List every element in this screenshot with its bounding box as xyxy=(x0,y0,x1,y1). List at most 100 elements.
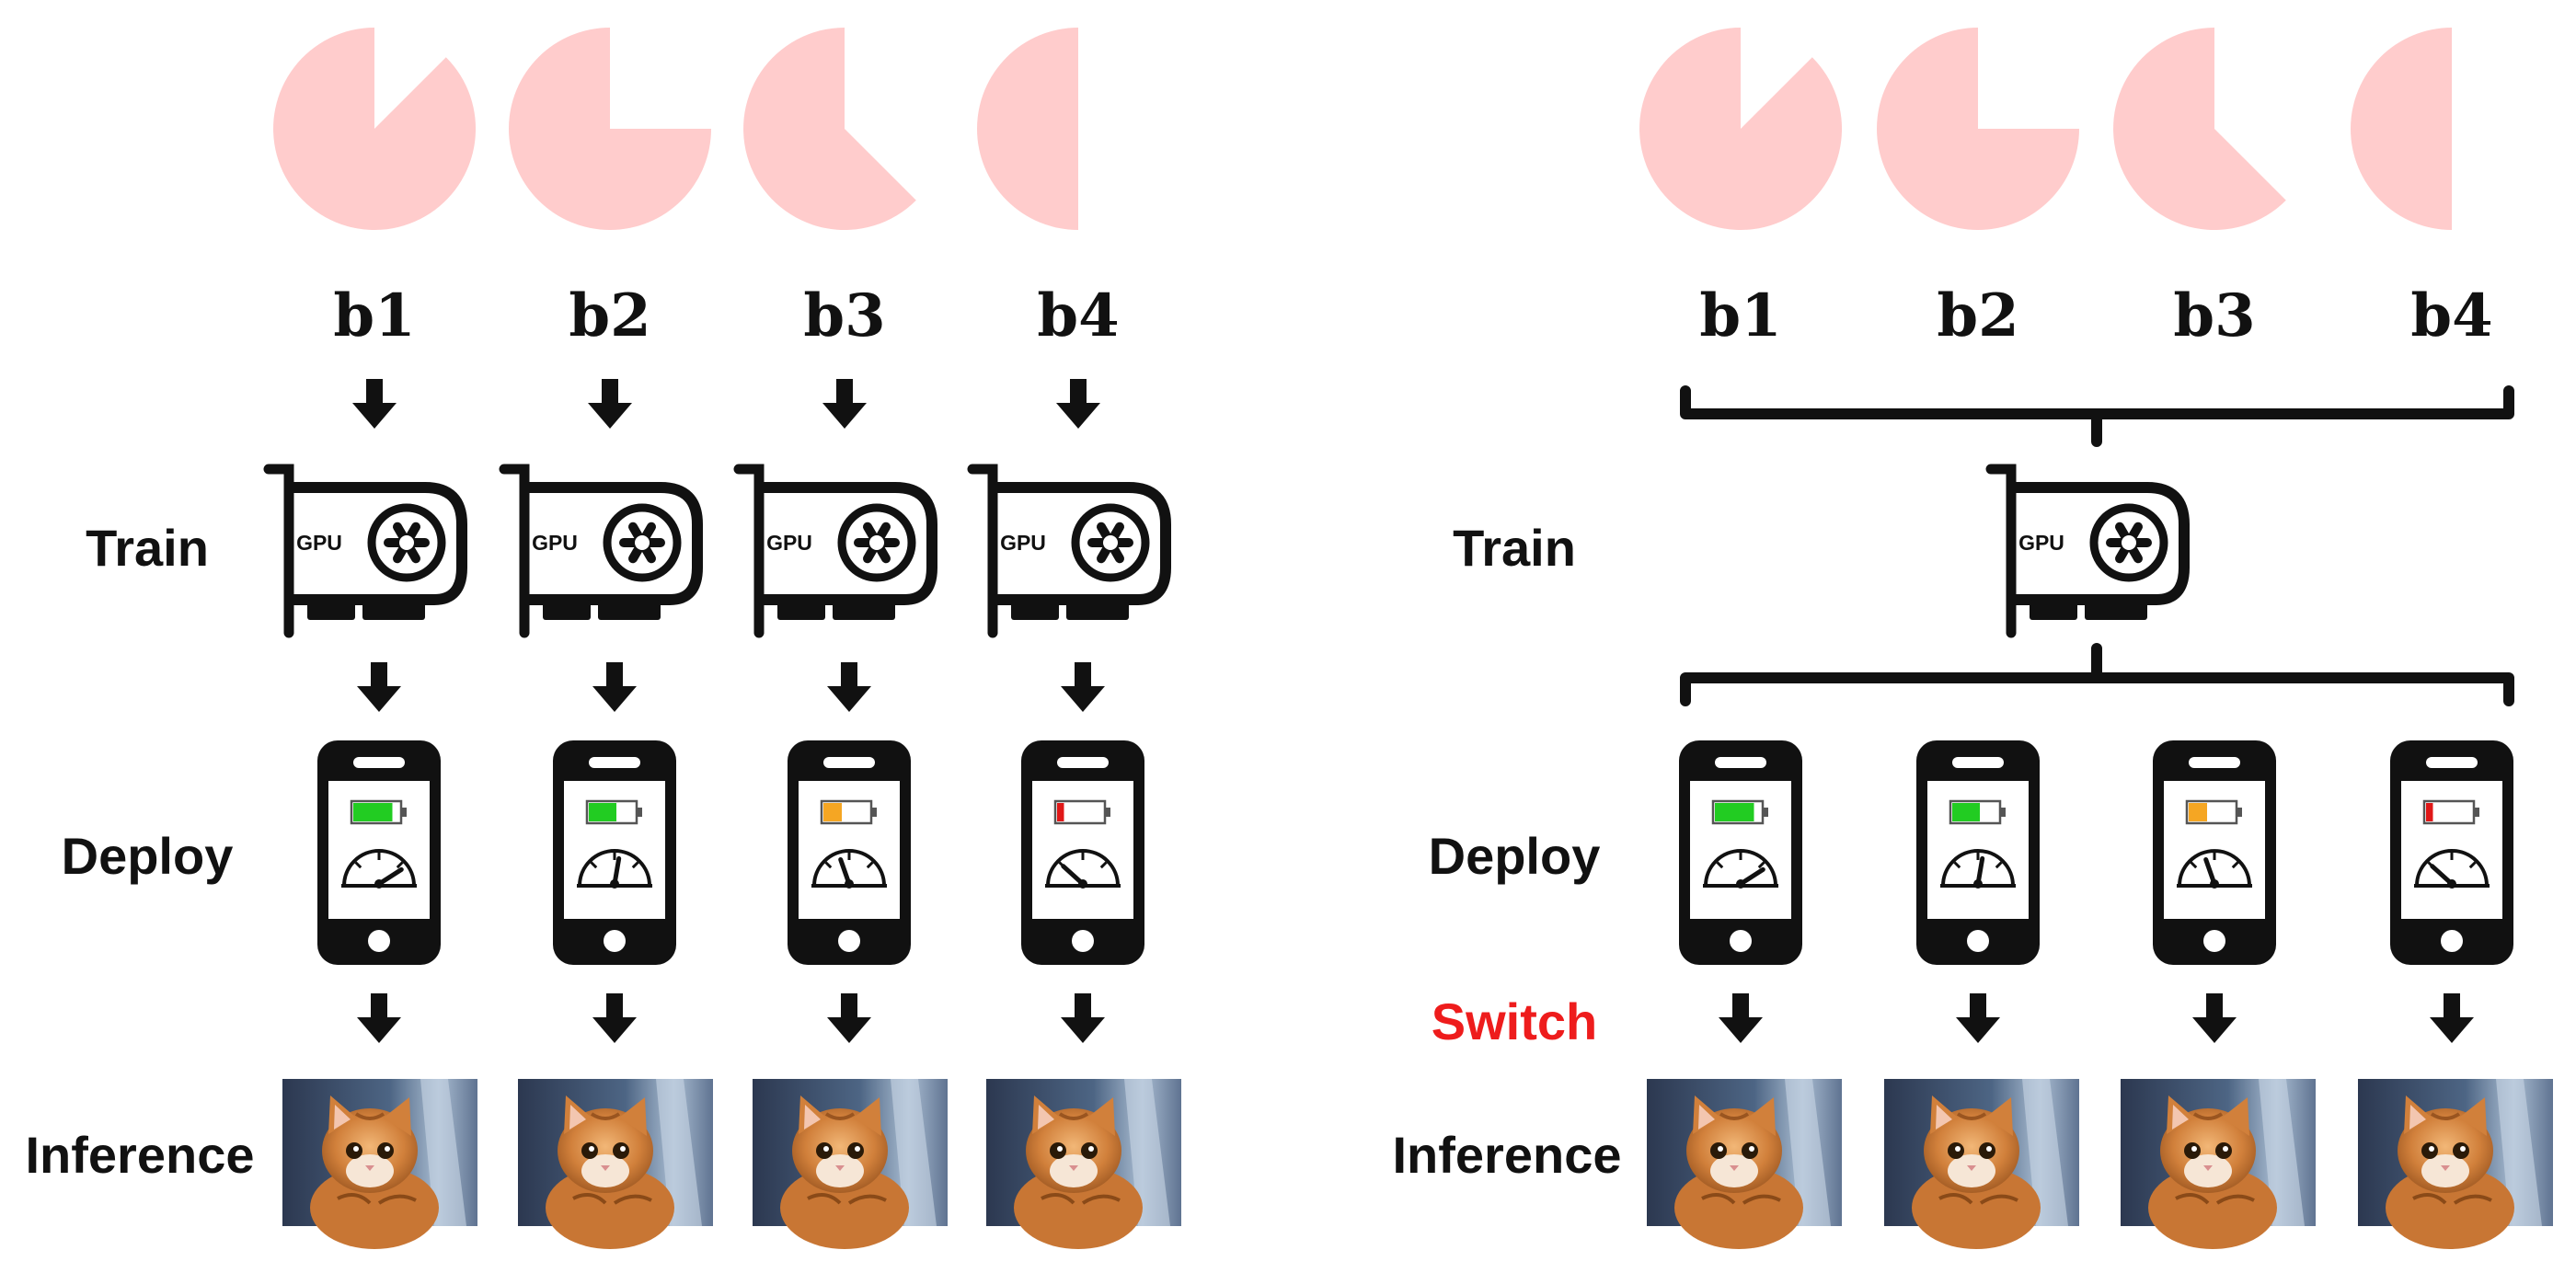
row-label-switch: Switch xyxy=(1432,992,1597,1050)
phone-icon xyxy=(1021,740,1144,965)
phone-icon xyxy=(1679,740,1802,965)
down-arrow-icon xyxy=(2192,993,2237,1043)
cat-image xyxy=(282,1079,477,1249)
battery-icon xyxy=(585,799,642,825)
gpu-card-icon: GPU xyxy=(1985,464,2190,638)
shared-gpu: GPU xyxy=(1985,464,2190,638)
cat-image xyxy=(2358,1079,2553,1249)
left-panel: Train Deploy Inference b1GPUb2GPUb3GPUb4… xyxy=(26,28,1181,1249)
down-arrow-icon xyxy=(1056,379,1100,429)
down-arrow-icon xyxy=(588,379,632,429)
batch-label: b4 xyxy=(2410,281,2492,350)
right-columns: b1 b2 b3 b4 xyxy=(1639,28,2553,1249)
down-arrow-icon xyxy=(357,662,401,712)
phone-icon xyxy=(788,740,911,965)
batch-label: b1 xyxy=(1699,281,1781,350)
data-pie xyxy=(273,28,477,230)
down-arrow-icon xyxy=(1061,993,1105,1043)
speed-gauge-icon xyxy=(1045,849,1121,889)
down-arrow-icon xyxy=(1719,993,1763,1043)
phone-icon xyxy=(2153,740,2276,965)
battery-icon xyxy=(1053,799,1110,825)
data-pie xyxy=(2351,28,2452,230)
down-arrow-icon xyxy=(352,379,397,429)
speed-gauge-icon xyxy=(577,849,652,889)
column-b3: b3 xyxy=(2113,28,2316,1249)
data-pie xyxy=(977,28,1078,230)
down-arrow-icon xyxy=(2430,993,2474,1043)
down-arrow-icon xyxy=(1956,993,2000,1043)
batch-label: b4 xyxy=(1037,281,1119,350)
speed-gauge-icon xyxy=(811,849,887,889)
battery-icon xyxy=(1711,799,1768,825)
row-label-deploy: Deploy xyxy=(1429,827,1601,885)
gpu-card-icon: GPU xyxy=(263,464,467,638)
speed-gauge-icon xyxy=(341,849,417,889)
data-pie xyxy=(1639,28,1843,230)
phone-icon xyxy=(317,740,441,965)
cat-image xyxy=(986,1079,1181,1249)
gpu-label: GPU xyxy=(532,531,578,555)
down-arrow-icon xyxy=(1061,662,1105,712)
battery-icon xyxy=(2185,799,2242,825)
battery-level xyxy=(823,803,842,821)
battery-icon xyxy=(1949,799,2006,825)
row-label-inference: Inference xyxy=(26,1126,255,1184)
battery-icon xyxy=(350,799,407,825)
down-arrow-icon xyxy=(827,993,871,1043)
gpu-card-icon: GPU xyxy=(733,464,937,638)
battery-level xyxy=(2189,803,2207,821)
data-pie xyxy=(1877,28,2079,230)
down-arrow-icon xyxy=(827,662,871,712)
cat-image xyxy=(1647,1079,1842,1249)
down-arrow-icon xyxy=(592,993,637,1043)
batch-label: b2 xyxy=(569,281,650,350)
speed-gauge-icon xyxy=(1940,849,2016,889)
row-label-train: Train xyxy=(86,519,209,577)
cat-image xyxy=(753,1079,948,1249)
cat-image xyxy=(2121,1079,2316,1249)
down-arrow-icon xyxy=(592,662,637,712)
data-pie xyxy=(509,28,711,230)
speed-gauge-icon xyxy=(1703,849,1778,889)
battery-icon xyxy=(820,799,877,825)
row-label-train: Train xyxy=(1453,519,1576,577)
battery-level xyxy=(1952,803,1980,821)
cat-image xyxy=(1884,1079,2079,1249)
data-pie xyxy=(2113,28,2286,230)
data-pie xyxy=(743,28,916,231)
battery-level xyxy=(1057,803,1064,821)
merge-bracket xyxy=(1680,385,2514,447)
battery-icon xyxy=(2422,799,2479,825)
gpu-card-icon: GPU xyxy=(499,464,703,638)
speed-gauge-icon xyxy=(2414,849,2490,889)
cat-image xyxy=(518,1079,713,1249)
right-panel: Train Deploy Switch Inference GPU b1 b2 b3… xyxy=(1393,28,2553,1249)
down-arrow-icon xyxy=(357,993,401,1043)
phone-icon xyxy=(1916,740,2040,965)
row-label-inference: Inference xyxy=(1393,1126,1622,1184)
battery-level xyxy=(353,803,393,821)
batch-label: b2 xyxy=(1937,281,2018,350)
phone-icon xyxy=(553,740,676,965)
gpu-label: GPU xyxy=(1000,531,1046,555)
battery-level xyxy=(2426,803,2433,821)
row-label-deploy: Deploy xyxy=(62,827,234,885)
column-b4: b4 xyxy=(2351,28,2553,1249)
speed-gauge-icon xyxy=(2177,849,2252,889)
phone-icon xyxy=(2390,740,2513,965)
batch-label: b3 xyxy=(803,281,885,350)
gpu-card-icon: GPU xyxy=(967,464,1171,638)
split-bracket xyxy=(1680,643,2514,706)
battery-level xyxy=(589,803,616,821)
gpu-label: GPU xyxy=(2018,531,2064,555)
battery-level xyxy=(1715,803,1754,821)
batch-label: b3 xyxy=(2173,281,2255,350)
